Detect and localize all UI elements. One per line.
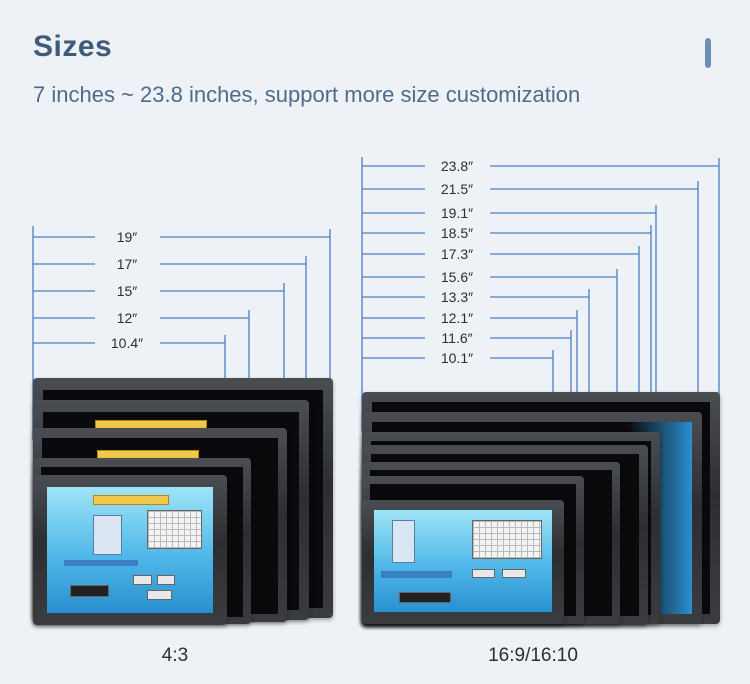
- size-label-11-6: 11.6″: [441, 330, 473, 346]
- accent-bar: [705, 38, 711, 68]
- hmi-screen-wide: [374, 510, 552, 612]
- size-label-19: 19″: [116, 229, 138, 245]
- size-label-23-8: 23.8″: [440, 158, 474, 174]
- ratio-label-4-3: 4:3: [161, 645, 189, 666]
- panel-10-4-inch: [33, 475, 227, 625]
- size-label-15-6: 15.6″: [440, 269, 474, 285]
- size-label-17-3: 17.3″: [440, 246, 474, 262]
- panel-10-1-inch: [362, 500, 564, 624]
- size-label-15: 15″: [116, 283, 138, 299]
- size-label-10-1: 10.1″: [440, 350, 474, 366]
- size-label-13-3: 13.3″: [440, 289, 474, 305]
- page-title: Sizes: [33, 30, 113, 63]
- size-label-21-5: 21.5″: [440, 181, 474, 197]
- size-label-19-1: 19.1″: [440, 205, 474, 221]
- size-label-12-1: 12.1″: [440, 310, 474, 326]
- hmi-screen: [47, 487, 213, 613]
- page-subtitle: 7 inches ~ 23.8 inches, support more siz…: [33, 82, 581, 107]
- size-label-18-5: 18.5″: [440, 225, 474, 241]
- ratio-label-16-9: 16:9/16:10: [488, 645, 578, 666]
- size-label-12: 12″: [116, 310, 138, 326]
- size-label-17: 17″: [116, 256, 138, 272]
- size-label-10-4: 10.4″: [110, 335, 144, 351]
